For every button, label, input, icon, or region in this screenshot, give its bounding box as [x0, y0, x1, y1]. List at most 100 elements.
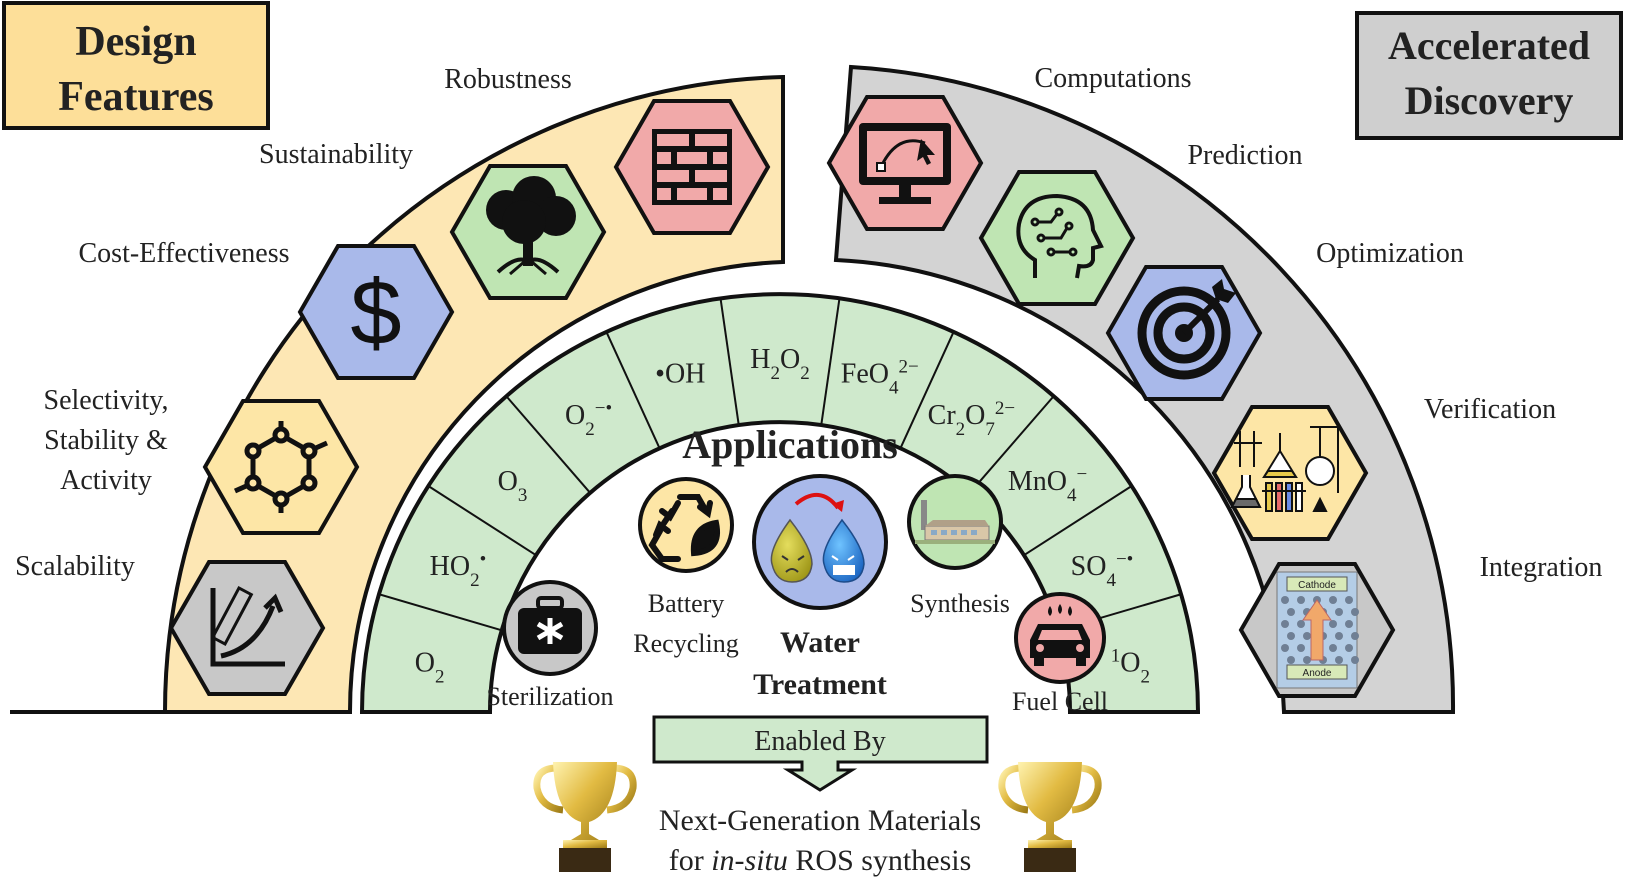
cell-particle — [1303, 632, 1311, 640]
hex-prediction — [978, 170, 1136, 306]
footer-line2-italic: in-situ — [711, 844, 788, 877]
footer-line2: for in-situ ROS synthesis — [669, 844, 972, 877]
footer-line2-prefix: for — [669, 844, 711, 877]
ros-species-label: O2 — [415, 648, 445, 688]
feature-label-selectivity-line2: Stability & — [44, 425, 168, 456]
feature-label-selectivity-line1: Selectivity, — [44, 385, 169, 416]
hex-scalability — [168, 560, 326, 696]
growth-chart-icon — [210, 585, 285, 667]
trophy-left-icon — [533, 762, 637, 872]
design-title-line2: Features — [58, 74, 214, 120]
hex-sustainability — [449, 164, 607, 300]
discovery-title-line1: Accelerated — [1388, 23, 1590, 68]
app-fuel-cell — [1014, 592, 1106, 684]
step-label-verification: Verification — [1424, 394, 1556, 425]
ros-divider — [505, 395, 591, 494]
hex-cost-effectiveness: $ — [297, 244, 455, 380]
electrode-cell-icon: Cathode Anode — [1276, 571, 1359, 689]
hex-optimization — [1105, 265, 1263, 401]
cell-particle — [1287, 632, 1295, 640]
enabled-by-label: Enabled By — [754, 726, 885, 757]
accelerated-discovery-title-box: Accelerated Discovery — [1355, 11, 1623, 140]
step-label-optimization: Optimization — [1316, 238, 1464, 269]
app-label-battery-line2: Recycling — [633, 629, 738, 658]
ros-species-label: O2−• — [565, 398, 612, 440]
footer-line2-suffix: ROS synthesis — [788, 844, 971, 877]
cell-particle — [1281, 620, 1289, 628]
feature-label-robustness: Robustness — [444, 64, 572, 95]
cathode-label: Cathode — [1298, 580, 1336, 591]
ros-divider — [719, 298, 740, 426]
cell-particle — [1287, 656, 1295, 664]
ros-divider — [899, 331, 955, 449]
computer-monitor-icon — [859, 123, 951, 204]
molecule-icon — [233, 421, 329, 513]
cell-particle — [1303, 656, 1311, 664]
tree-icon — [486, 176, 576, 276]
footer-line1: Next-Generation Materials — [659, 804, 981, 837]
cell-particle — [1345, 596, 1353, 604]
app-label-battery-line1: Battery — [648, 589, 725, 618]
ros-species-label: SO4−• — [1071, 548, 1134, 590]
ros-species-label: MnO4− — [1008, 464, 1087, 506]
ros-species-label: HO2• — [430, 548, 487, 590]
design-features-title-box: Design Features — [2, 1, 270, 130]
cell-particle — [1335, 656, 1343, 664]
ros-divider — [969, 395, 1055, 494]
ros-divider — [378, 593, 503, 632]
ros-species-label: Cr2O72− — [928, 398, 1015, 440]
ros-divider — [427, 485, 537, 557]
app-synthesis — [907, 474, 1003, 570]
hex-computations — [826, 95, 984, 231]
hex-selectivity-stability-activity — [202, 399, 360, 535]
applications-title: Applications — [682, 422, 898, 467]
ros-species-label: O3 — [498, 466, 528, 506]
hex-robustness — [613, 99, 771, 235]
hex-verification — [1211, 405, 1369, 541]
recycle-leaf-icon — [648, 494, 720, 562]
ros-species-label: FeO42− — [841, 356, 919, 398]
cell-particle — [1281, 596, 1289, 604]
ros-species-label: H2O2 — [750, 344, 809, 384]
app-label-water-line2: Treatment — [753, 668, 887, 701]
ros-divider — [820, 298, 841, 426]
step-label-prediction: Prediction — [1187, 140, 1302, 171]
car-icon — [1030, 604, 1090, 666]
ros-species-label: 1O2 — [1111, 645, 1150, 687]
step-label-computations: Computations — [1034, 63, 1191, 94]
ros-species-label: •OH — [655, 358, 705, 389]
water-drops-icon — [770, 493, 865, 583]
app-label-water-line1: Water — [780, 626, 860, 659]
medical-kit-icon — [518, 596, 582, 654]
cell-particle — [1297, 620, 1305, 628]
enabled-by-arrow: Enabled By — [652, 715, 989, 792]
cell-particle — [1281, 644, 1289, 652]
feature-label-scalability: Scalability — [15, 551, 135, 582]
discovery-title-line2: Discovery — [1405, 78, 1574, 123]
cell-particle — [1329, 644, 1337, 652]
ros-ring-band — [359, 292, 1201, 714]
cell-particle — [1335, 608, 1343, 616]
cell-particle — [1287, 608, 1295, 616]
cell-particle — [1329, 596, 1337, 604]
feature-label-cost-effectiveness: Cost-Effectiveness — [79, 238, 290, 269]
ros-divider — [605, 331, 661, 449]
brain-circuit-icon — [1016, 193, 1104, 279]
hex-integration: Cathode Anode — [1238, 562, 1396, 698]
factory-icon — [915, 500, 995, 544]
ros-divider — [1023, 485, 1133, 557]
anode-label: Anode — [1303, 668, 1332, 679]
feature-label-sustainability: Sustainability — [259, 139, 413, 170]
app-label-fuel-cell: Fuel Cell — [1012, 687, 1108, 716]
cell-particle — [1345, 620, 1353, 628]
cell-particle — [1351, 608, 1359, 616]
app-label-synthesis: Synthesis — [910, 589, 1010, 618]
trophy-right-icon — [998, 762, 1102, 872]
cell-particle — [1329, 620, 1337, 628]
app-battery-recycling — [638, 477, 734, 573]
step-label-integration: Integration — [1480, 552, 1603, 583]
cell-particle — [1335, 632, 1343, 640]
cell-particle — [1351, 632, 1359, 640]
app-label-sterilization: Sterilization — [486, 682, 613, 711]
cell-particle — [1351, 656, 1359, 664]
